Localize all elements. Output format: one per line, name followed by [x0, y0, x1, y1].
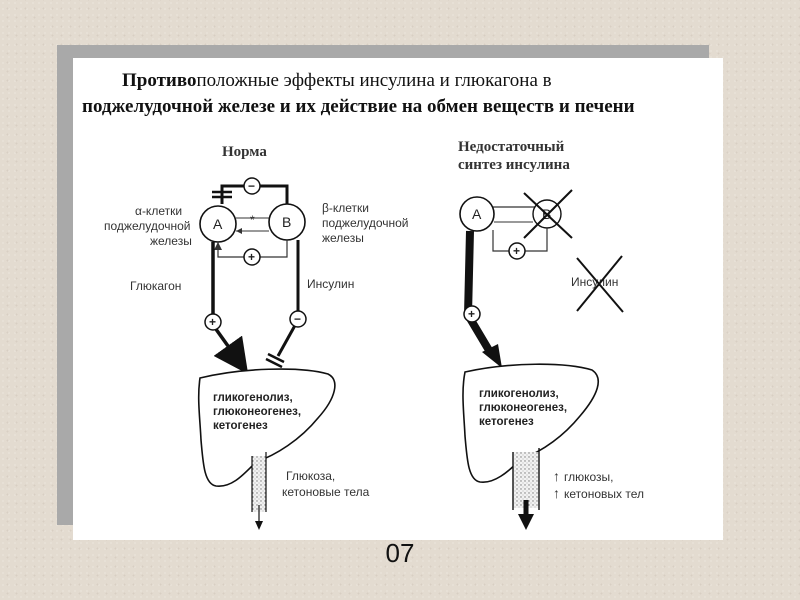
deficit-bottom-plus-circle	[508, 242, 526, 260]
deficit-glucagon-plus: +	[468, 307, 475, 321]
norm-top-minus: −	[248, 179, 255, 193]
deficit-heading-1: Недостаточный	[458, 139, 565, 155]
title-line-1: Противоположные эффекты инсулина и глюка…	[122, 70, 552, 91]
deficit-glucagon-arrowhead	[482, 344, 502, 368]
deficit-liver-text-3: кетогенез	[479, 416, 534, 428]
norm-insulin-minus-circle	[289, 310, 307, 328]
norm-vessel-arrowhead	[255, 521, 263, 530]
norm-glucagon-plus-circle	[204, 313, 222, 331]
deficit-insulin-label: Инсулин	[571, 275, 618, 289]
norm-heading: Норма	[222, 144, 267, 160]
norm-top-minus-circle	[243, 177, 261, 195]
norm-star: *	[250, 213, 255, 227]
norm-beta-label-2: поджелудочной	[322, 216, 408, 230]
norm-alpha-label-1: α-клетки	[135, 204, 182, 218]
slide-number: 07	[385, 538, 415, 568]
norm-liver-text-2: глюконеогенез,	[213, 406, 301, 418]
norm-insulin-minus: −	[294, 312, 301, 326]
norm-liver-text-3: кетогенез	[213, 420, 268, 432]
deficit-glucagon-line	[464, 230, 494, 355]
up-arrow-icon: ↑	[553, 468, 560, 484]
slide-paper	[73, 58, 723, 540]
norm-cell-link-arrowhead	[236, 228, 242, 234]
norm-insulin-label: Инсулин	[307, 277, 354, 291]
title-rest-part: положные эффекты инсулина и глюкагона в	[197, 70, 552, 91]
deficit-liver-text-2: глюконеогенез,	[479, 402, 567, 414]
norm-beta-label-3: железы	[322, 231, 364, 245]
norm-insulin-block-1	[267, 352, 285, 364]
norm-bottom-plus-circle	[243, 248, 261, 266]
norm-bottom-plus: +	[248, 250, 255, 264]
deficit-heading-2: синтез инсулина	[458, 157, 570, 173]
deficit-liver-text-1: гликогенолиз,	[479, 388, 559, 400]
deficit-output-2: ↑ кетоновых тел	[553, 485, 644, 501]
deficit-cell-b-cross-2	[523, 189, 573, 239]
deficit-glucagon-plus-circle	[463, 305, 481, 323]
norm-glucagon-label: Глюкагон	[130, 279, 181, 293]
deficit-insulin-cross-2	[576, 255, 623, 312]
norm-cell-a-label: A	[213, 216, 223, 232]
norm-glucagon-arrow	[211, 323, 249, 375]
norm-beta-label-1: β-клетки	[322, 201, 369, 215]
deficit-bottom-plus: +	[513, 244, 520, 258]
norm-bottom-loop-arrowhead	[214, 242, 222, 250]
deficit-cell-a-label: A	[472, 206, 482, 222]
deficit-vessel-arrowhead	[518, 514, 534, 530]
deficit-vessel	[513, 452, 539, 508]
deficit-cell-a	[459, 196, 495, 232]
deficit-output-2-text: кетоновых тел	[564, 487, 644, 501]
norm-output-1: Глюкоза,	[286, 469, 335, 483]
norm-alpha-label-2: поджелудочной	[104, 219, 190, 233]
deficit-output-1: ↑ глюкозы,	[553, 468, 614, 484]
norm-output-2: кетоновые тела	[282, 485, 370, 499]
norm-liver-text-1: гликогенолиз,	[213, 392, 293, 404]
norm-cell-b-label: B	[282, 214, 291, 230]
norm-alpha-label-3: железы	[150, 234, 192, 248]
up-arrow-icon: ↑	[553, 485, 560, 501]
norm-glucagon-plus: +	[209, 315, 216, 329]
norm-vessel	[252, 456, 266, 512]
title-bold-part: Противо	[122, 70, 197, 91]
deficit-cell-b-cross-1	[523, 192, 573, 239]
norm-insulin-block-2	[265, 357, 283, 369]
deficit-output-1-text: глюкозы,	[564, 470, 614, 484]
title-line-2: поджелудочной железе и их действие на об…	[82, 96, 635, 117]
deficit-insulin-cross-1	[576, 257, 624, 313]
